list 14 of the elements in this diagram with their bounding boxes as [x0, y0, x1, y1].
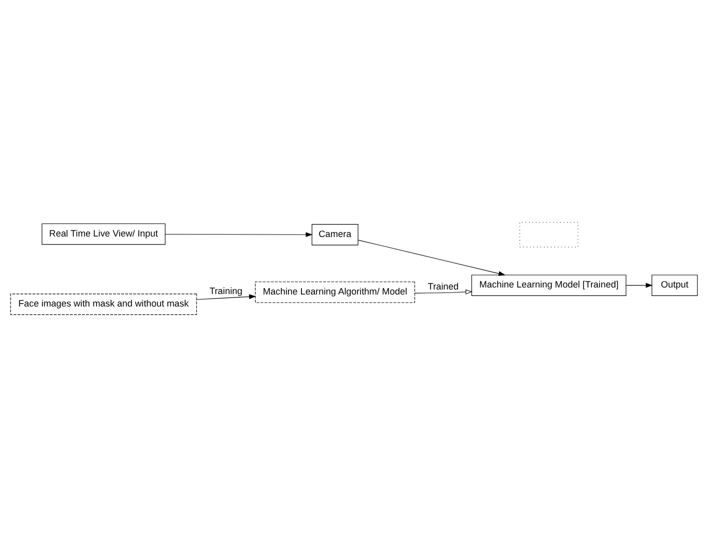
edge-label: Trained	[428, 281, 459, 292]
arrow	[414, 290, 473, 294]
node-box	[520, 222, 578, 248]
node-box: Machine Learning Algorithm/ Model	[254, 282, 416, 303]
arrow	[626, 282, 653, 288]
node-box: Output	[652, 274, 698, 296]
edge-label: Training	[209, 286, 242, 296]
arrow	[358, 240, 506, 276]
node-box: Face images with mask and without mask	[10, 294, 197, 315]
node-box: Camera	[312, 224, 358, 246]
arrow	[164, 232, 313, 238]
node-box: Real Time Live View/ Input	[42, 223, 166, 245]
node-box: Machine Learning Model [Trained]	[471, 274, 626, 296]
arrow	[196, 294, 256, 300]
